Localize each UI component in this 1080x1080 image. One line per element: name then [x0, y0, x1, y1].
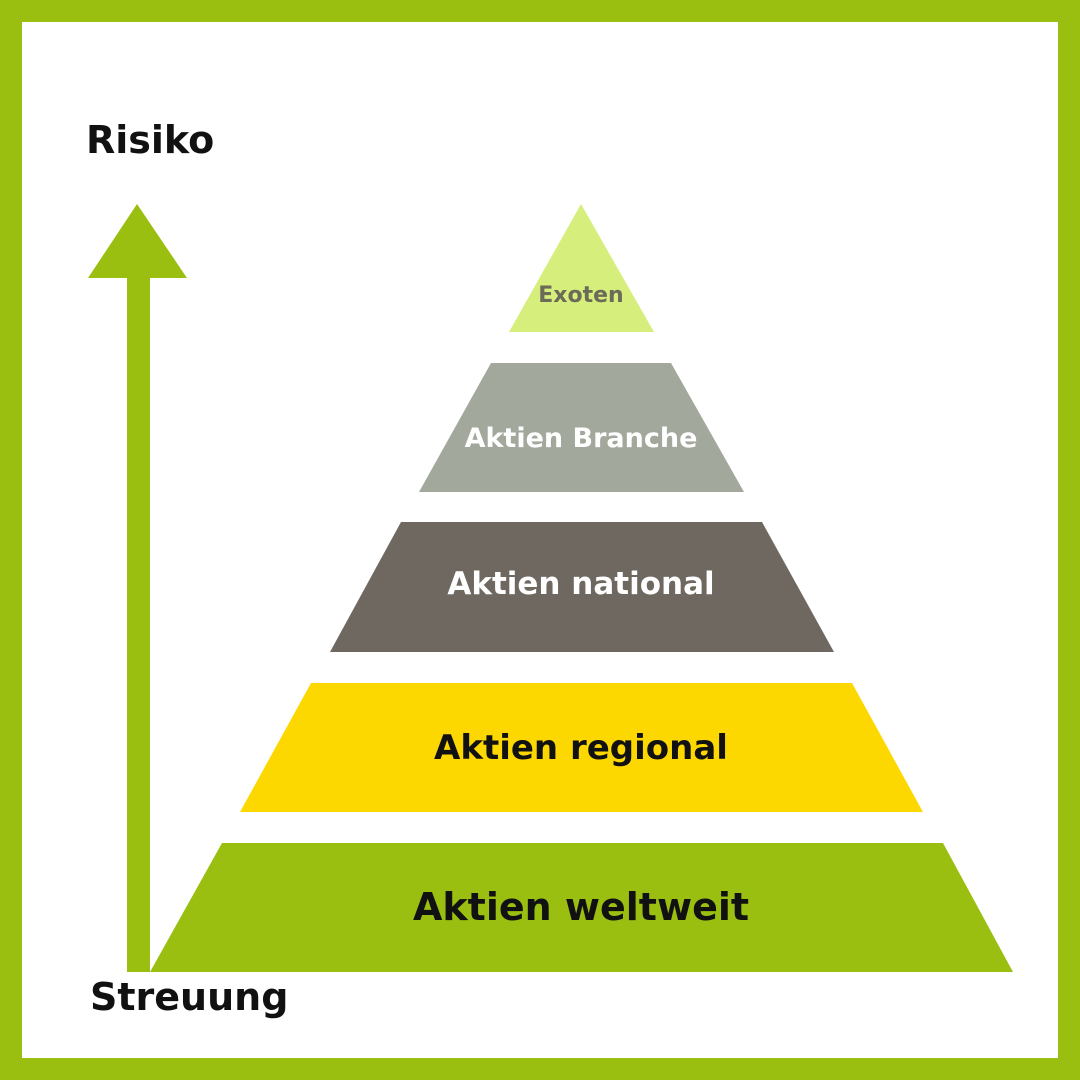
tier-label: Exoten: [538, 283, 623, 308]
pyramid-tier-3: Aktien national: [330, 522, 834, 652]
risk-axis-label: Risiko: [86, 118, 215, 162]
tier-label: Aktien regional: [434, 728, 728, 768]
risk-arrow-icon: [88, 204, 187, 972]
tier-label: Aktien Branche: [465, 423, 698, 454]
pyramid-tier-1: Exoten: [509, 204, 654, 332]
tier-label: Aktien national: [447, 566, 714, 602]
tier-label: Aktien weltweit: [413, 885, 749, 929]
diversification-axis-label: Streuung: [90, 975, 289, 1019]
tier-shape: [330, 522, 834, 652]
tier-shape: [150, 843, 1013, 972]
pyramid-tier-2: Aktien Branche: [419, 363, 744, 492]
tier-shape: [419, 363, 744, 492]
tier-shape: [509, 204, 654, 332]
pyramid-tier-4: Aktien regional: [240, 683, 923, 812]
tier-shape: [240, 683, 923, 812]
pyramid-tier-5: Aktien weltweit: [150, 843, 1013, 972]
